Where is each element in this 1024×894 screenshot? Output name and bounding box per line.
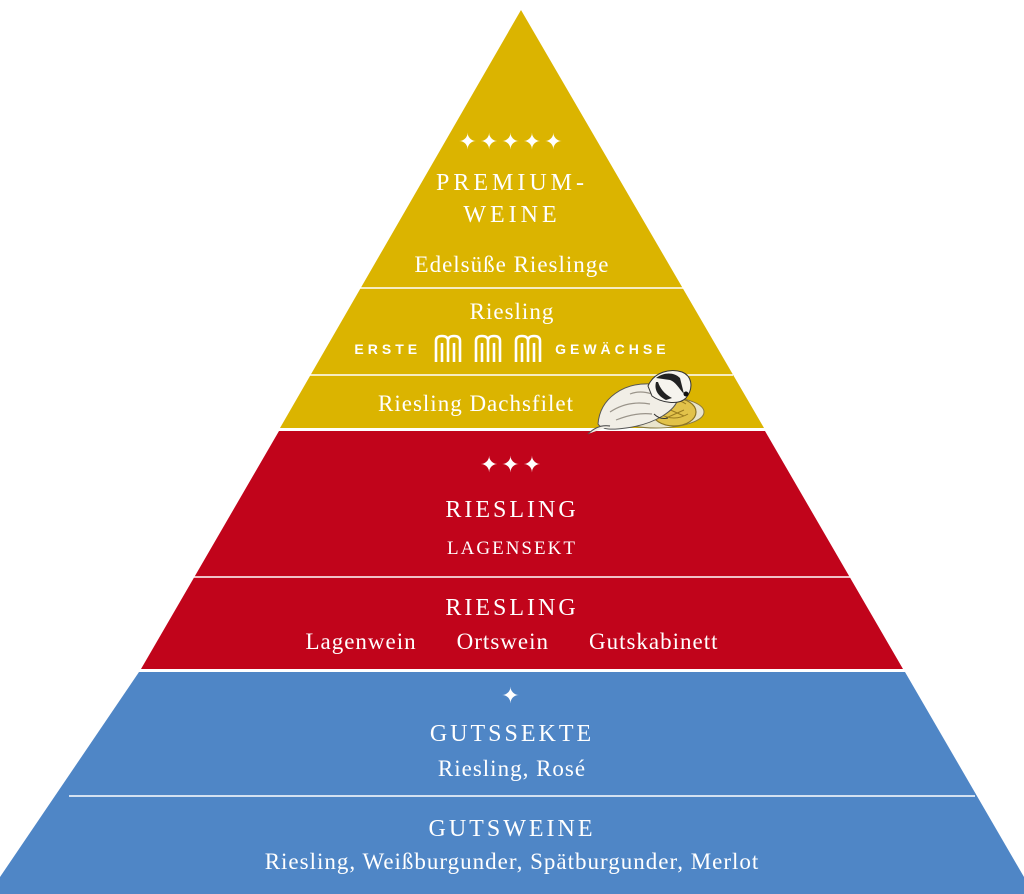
gutskabinett-item: Gutskabinett xyxy=(588,629,719,654)
edelsuesse-label: Edelsüße Rieslinge xyxy=(414,252,610,277)
lagensekt-title: RIESLING xyxy=(445,497,579,523)
gutsweine-subtitle: Riesling, Weißburgunder, Spätburgunder, … xyxy=(264,849,760,874)
guts-tier xyxy=(0,672,1024,894)
crown-icon xyxy=(434,334,462,362)
badger-icon xyxy=(587,370,705,435)
lagenwein-title: RIESLING xyxy=(445,595,579,621)
ortswein-item: Ortswein xyxy=(456,629,549,654)
erste-gewaechse-row: ERSTE GEWÄCHSE xyxy=(0,333,1024,365)
gutssekte-title: GUTSSEKTE xyxy=(429,721,595,747)
guts-stars: ✦ xyxy=(501,684,523,709)
lagen-stars: ✦✦✦ xyxy=(479,453,545,478)
lagenwein-items: Lagenwein Ortswein Gutskabinett xyxy=(0,630,1024,653)
lagenwein-item: Lagenwein xyxy=(305,629,417,654)
lagensekt-subtitle: LAGENSEKT xyxy=(447,538,577,559)
premium-title-line2: WEINE xyxy=(463,202,561,228)
dachsfilet-label: Riesling Dachsfilet xyxy=(378,391,574,416)
erste-label: ERSTE xyxy=(354,341,422,357)
premium-title-line1: PREMIUM- xyxy=(435,170,588,196)
gewaechse-label: GEWÄCHSE xyxy=(555,341,670,357)
premium-stars: ✦✦✦✦✦ xyxy=(458,130,566,155)
crown-icon xyxy=(514,334,542,362)
gutssekte-subtitle: Riesling, Rosé xyxy=(437,756,587,781)
erste-riesling-label: Riesling xyxy=(469,299,555,324)
crown-icon xyxy=(474,334,502,362)
crown-icons xyxy=(434,334,542,362)
premium-tier xyxy=(280,10,764,428)
lagen-tier xyxy=(141,431,903,669)
gutsweine-title: GUTSWEINE xyxy=(428,816,596,842)
